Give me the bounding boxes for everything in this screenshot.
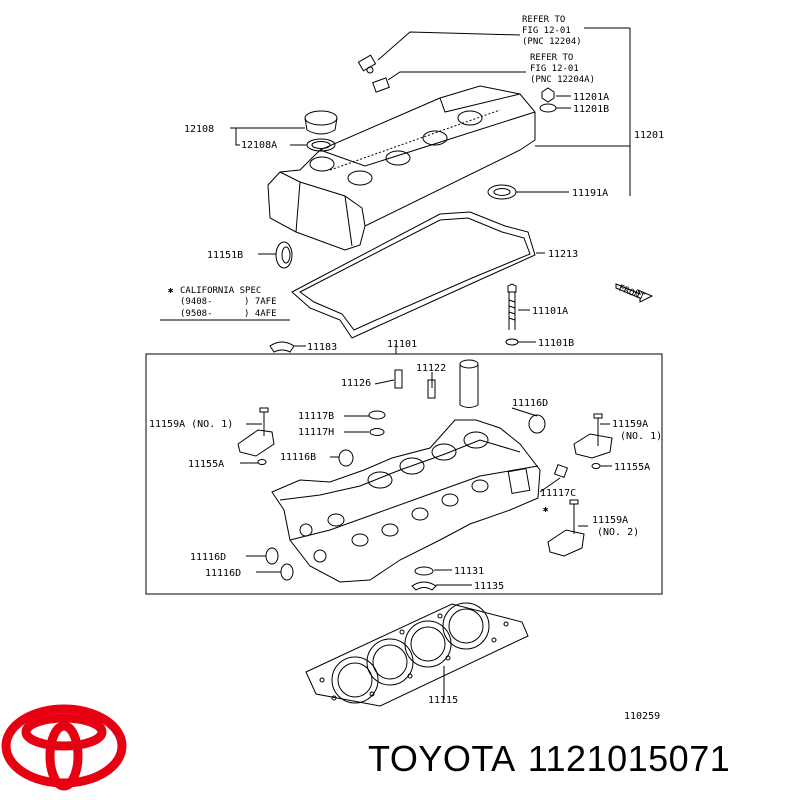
- svg-text:REFER TO: REFER TO: [530, 53, 573, 63]
- valve-seal-parts: [338, 410, 569, 479]
- brand-part-number: 1121015071: [527, 738, 731, 779]
- label-11101: 11101: [387, 339, 417, 350]
- label-11155A-right: 11155A: [614, 462, 650, 473]
- pcv-valve-part: [357, 54, 377, 74]
- toyota-logo: [1, 704, 127, 791]
- pcv-grommet-part: [372, 77, 390, 93]
- label-11191A: 11191A: [572, 188, 608, 199]
- svg-text:CALIFORNIA SPEC: CALIFORNIA SPEC: [180, 286, 261, 296]
- svg-text:(9508-: (9508-: [180, 309, 213, 319]
- refer-note-1: REFER TO FIG 12-01 (PNC 12204): [522, 15, 582, 47]
- svg-text:) 4AFE: ) 4AFE: [244, 309, 277, 319]
- label-11101B: 11101B: [538, 338, 574, 349]
- cam-plug-seal: [275, 241, 293, 269]
- label-12108A: 12108A: [241, 140, 277, 151]
- label-11116D-a: 11116D: [190, 552, 226, 563]
- oil-pipe-part: [459, 359, 479, 408]
- california-spec-note: ✱ CALIFORNIA SPEC (9408- ) 7AFE (9508- )…: [160, 286, 290, 321]
- cylinder-head-cover: [267, 85, 536, 251]
- ref1-leader: [377, 31, 521, 61]
- cover-bolt-washer: [505, 338, 519, 346]
- svg-text:✱: ✱: [543, 505, 549, 515]
- head-cover-gasket: [291, 211, 536, 339]
- label-11201: 11201: [634, 130, 664, 141]
- label-11126: 11126: [341, 378, 371, 389]
- leader-lines: [230, 27, 631, 700]
- valve-guide-part: [394, 369, 436, 399]
- ref2-leader: [387, 71, 526, 81]
- label-11201B: 11201B: [573, 104, 609, 115]
- cover-nut-and-washer: [539, 87, 557, 113]
- part-labels: 11201A 11201B 11201 12108 12108A 11191A …: [149, 92, 664, 722]
- label-11117H: 11117H: [298, 427, 334, 438]
- plug-tube-seal: [487, 184, 517, 200]
- label-11116D-b: 11116D: [205, 568, 241, 579]
- svg-text:(PNC 12204): (PNC 12204): [522, 37, 582, 47]
- label-11151B: 11151B: [207, 250, 243, 261]
- svg-text:FIG 12-01: FIG 12-01: [530, 64, 579, 74]
- label-11115: 11115: [428, 695, 458, 706]
- label-11213: 11213: [548, 249, 578, 260]
- label-11159A-right: 11159A: [612, 419, 648, 430]
- cylinder-head-subassembly-box: [145, 353, 663, 595]
- cover-bolt: [507, 283, 517, 330]
- svg-text:✱: ✱: [168, 286, 174, 296]
- expansion-plugs: [265, 547, 294, 581]
- label-11101A: 11101A: [532, 306, 568, 317]
- label-11159A-no1-left: 11159A (NO. 1): [149, 419, 233, 430]
- cylinder-head-body: [271, 419, 541, 583]
- label-no1-right: (NO. 1): [620, 431, 662, 442]
- label-11117C: 11117C: [540, 488, 576, 499]
- label-11183: 11183: [307, 342, 337, 353]
- svg-text:) 7AFE: ) 7AFE: [244, 297, 277, 307]
- svg-text:FIG 12-01: FIG 12-01: [522, 26, 571, 36]
- spark-plug-tube-parts: [411, 566, 437, 591]
- svg-text:(PNC 12204A): (PNC 12204A): [530, 75, 595, 85]
- refer-note-2: REFER TO FIG 12-01 (PNC 12204A): [530, 53, 595, 85]
- label-11117B: 11117B: [298, 411, 334, 422]
- bearing-cap-no2: [547, 499, 585, 557]
- bearing-cap-no1-right: [573, 413, 613, 469]
- label-no2: (NO. 2): [597, 527, 639, 538]
- half-moon-seal: [269, 341, 295, 353]
- label-11159A-no2: 11159A: [592, 515, 628, 526]
- label-11201A: 11201A: [573, 92, 609, 103]
- label-12108: 12108: [184, 124, 214, 135]
- cylinder-head-gasket: [305, 602, 529, 707]
- svg-text:REFER TO: REFER TO: [522, 15, 565, 25]
- bearing-cap-no1-left: [237, 407, 275, 465]
- brand-caption: TOYOTA 1121015071: [368, 738, 730, 780]
- diagram-code: 110259: [624, 711, 660, 722]
- label-11122: 11122: [416, 363, 446, 374]
- brand-name: TOYOTA: [368, 738, 516, 779]
- label-11131: 11131: [454, 566, 484, 577]
- front-arrow-icon: FRONT: [615, 283, 654, 304]
- label-11116B: 11116B: [280, 452, 316, 463]
- label-11135: 11135: [474, 581, 504, 592]
- svg-text:(9408-: (9408-: [180, 297, 213, 307]
- label-11155A-left: 11155A: [188, 459, 224, 470]
- label-11116D-top: 11116D: [512, 398, 548, 409]
- svg-text:FRONT: FRONT: [617, 284, 646, 304]
